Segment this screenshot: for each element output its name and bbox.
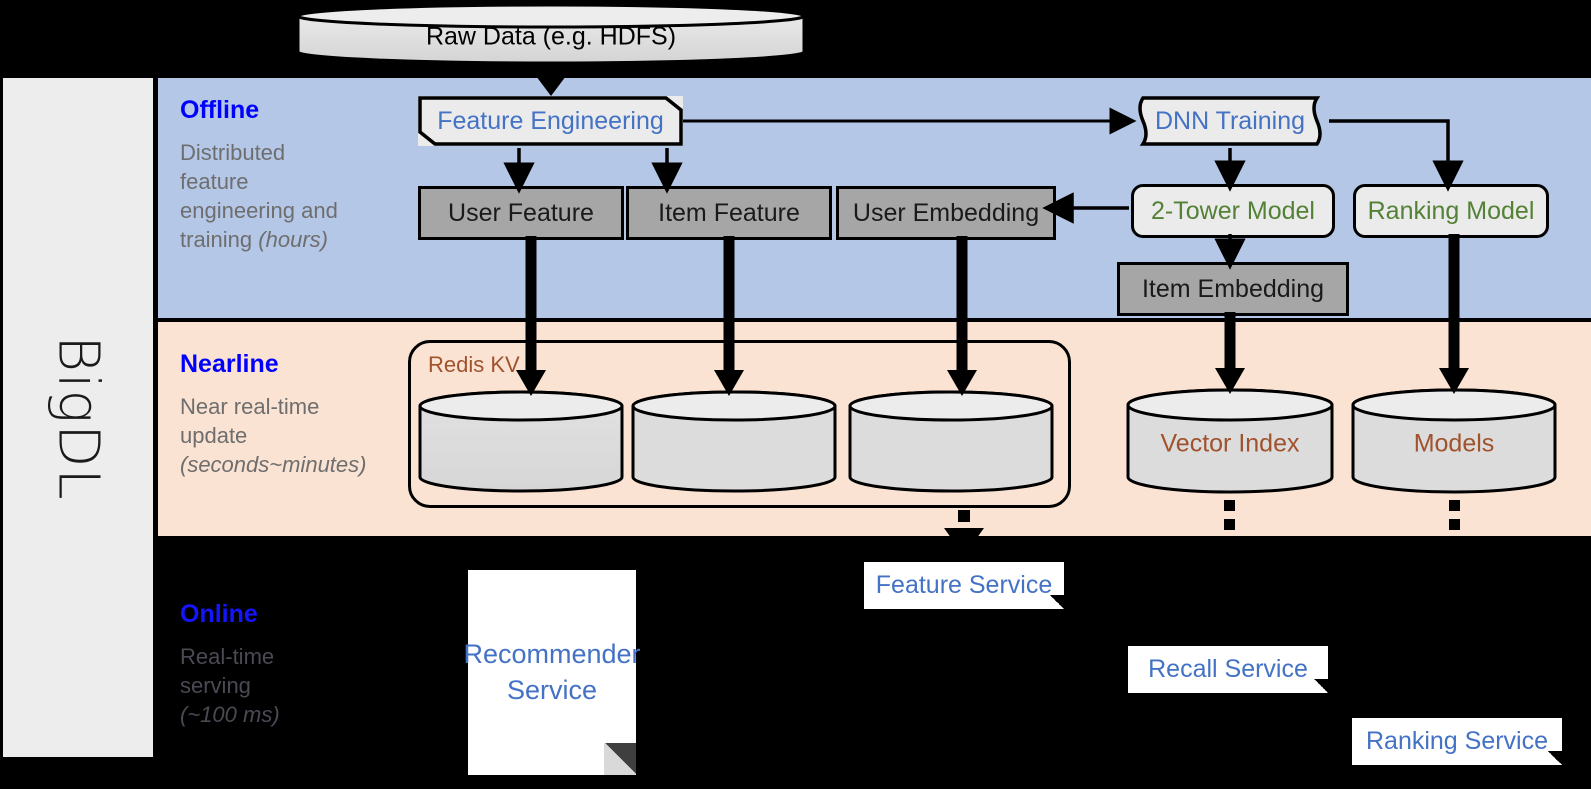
user-feature-box[interactable]: User Feature <box>418 186 624 240</box>
redis-kv-label: Redis KV <box>428 352 520 377</box>
offline-sub-line-3: engineering and <box>180 198 338 223</box>
user-feature-store-cylinder[interactable] <box>418 390 624 493</box>
dnn-training-label: DNN Training <box>1154 106 1306 135</box>
recall-service-card[interactable]: Recall Service <box>1128 646 1328 693</box>
two-tower-model-label: 2-Tower Model <box>1151 196 1315 225</box>
bigdl-label: BigDL <box>45 334 111 501</box>
ranking-model-label: Ranking Model <box>1367 196 1535 225</box>
offline-sub-line-4: training <box>180 227 259 252</box>
item-embedding-label: Item Embedding <box>1141 274 1325 303</box>
nearline-sub-line-1: Near real-time <box>180 394 320 419</box>
online-sub-line-2: serving <box>180 673 251 698</box>
recommender-service-line-1: Recommender <box>463 639 641 670</box>
dnn-training-box[interactable]: DNN Training <box>1131 96 1329 146</box>
bigdl-rail: BigDL <box>3 78 153 757</box>
page-fold-icon <box>1050 595 1064 609</box>
item-embedding-box[interactable]: Item Embedding <box>1117 262 1349 316</box>
online-title: Online <box>180 600 258 628</box>
feature-engineering-box[interactable]: Feature Engineering <box>418 96 683 146</box>
item-feature-label: Item Feature <box>658 198 800 227</box>
user-embedding-store-cylinder[interactable] <box>848 390 1054 493</box>
recall-service-label: Recall Service <box>1148 654 1308 683</box>
two-tower-model-box[interactable]: 2-Tower Model <box>1131 184 1335 238</box>
page-fold-icon <box>1314 679 1328 693</box>
ranking-service-card[interactable]: Ranking Service <box>1352 718 1562 765</box>
redis-kv-container <box>408 340 1071 508</box>
page-fold-icon <box>604 743 636 775</box>
models-cylinder[interactable]: Models <box>1351 388 1557 494</box>
offline-title: Offline <box>180 96 260 124</box>
item-feature-box[interactable]: Item Feature <box>626 186 832 240</box>
user-embedding-box[interactable]: User Embedding <box>836 186 1056 240</box>
offline-sub-line-2: feature <box>180 169 249 194</box>
nearline-title: Nearline <box>180 350 279 378</box>
vector-index-label: Vector Index <box>1160 429 1300 458</box>
recommender-service-line-2: Service <box>506 674 598 705</box>
nearline-sub-italic: (seconds~minutes) <box>180 452 367 477</box>
user-embedding-label: User Embedding <box>852 198 1040 227</box>
feature-service-card[interactable]: Feature Service <box>864 562 1064 609</box>
recommender-service-card[interactable]: Recommender Service <box>463 570 641 775</box>
user-feature-label: User Feature <box>448 198 594 227</box>
online-sub-italic: (~100 ms) <box>180 702 280 727</box>
online-subtitle: Real-time serving (~100 ms) <box>180 642 410 729</box>
models-label: Models <box>1413 429 1495 458</box>
vector-index-cylinder[interactable]: Vector Index <box>1126 388 1334 494</box>
raw-data-cylinder: Raw Data (e.g. HDFS) <box>296 3 806 65</box>
nearline-sub-line-2: update <box>180 423 248 448</box>
offline-sub-italic: (hours) <box>258 227 328 252</box>
raw-data-label: Raw Data (e.g. HDFS) <box>425 22 677 51</box>
item-feature-store-cylinder[interactable] <box>631 390 837 493</box>
ranking-model-box[interactable]: Ranking Model <box>1353 184 1549 238</box>
page-fold-icon <box>1548 751 1562 765</box>
ranking-service-label: Ranking Service <box>1365 726 1549 755</box>
nearline-subtitle: Near real-time update (seconds~minutes) <box>180 392 410 479</box>
offline-subtitle: Distributed feature engineering and trai… <box>180 138 390 254</box>
feature-service-label: Feature Service <box>875 570 1053 599</box>
recommender-service-label: Recommender Service <box>463 637 640 707</box>
feature-engineering-label: Feature Engineering <box>437 106 664 135</box>
offline-sub-line-1: Distributed <box>180 140 286 165</box>
online-sub-line-1: Real-time <box>180 644 275 669</box>
